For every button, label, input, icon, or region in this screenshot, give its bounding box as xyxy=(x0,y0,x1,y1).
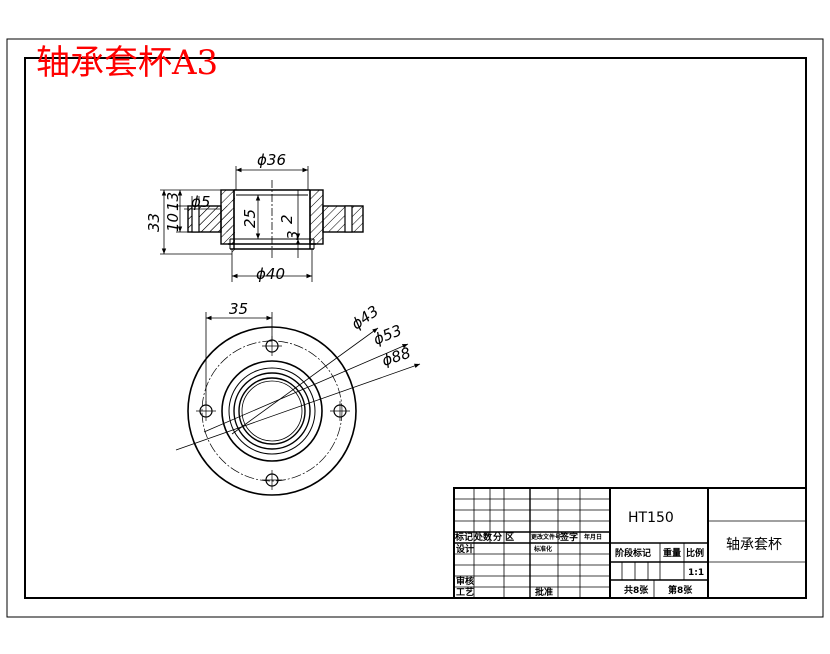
tb-ratio: 比例 xyxy=(686,547,704,559)
section-right-hole xyxy=(344,205,353,233)
dim-d5: ϕ5 xyxy=(191,193,210,211)
section-left-wall xyxy=(220,189,235,245)
tb-count: 处数 xyxy=(473,531,493,543)
bolt-circle xyxy=(201,340,343,482)
tb-design: 设计 xyxy=(456,543,474,555)
dim-h33: 33 xyxy=(145,213,163,232)
dim-h13: 13 xyxy=(164,192,182,211)
tb-weight: 重量 xyxy=(663,547,681,559)
dim-h10: 10 xyxy=(164,213,182,232)
outer-hub-circle xyxy=(221,360,323,462)
tb-total-sheets: 共8张 xyxy=(624,584,649,596)
bore-circle-inner xyxy=(238,377,306,445)
material-label: HT150 xyxy=(628,510,674,526)
tb-sheet-no: 第8张 xyxy=(668,584,693,596)
dim-d53: ϕ53 xyxy=(371,321,405,349)
tb-standardize: 标准化 xyxy=(533,545,552,553)
outer-border xyxy=(6,38,824,618)
leader-d43 xyxy=(231,327,379,435)
dim-d88: ϕ88 xyxy=(380,344,413,370)
leader-d88 xyxy=(175,363,421,451)
bore-circle-outer xyxy=(233,372,311,450)
bore-circle-core xyxy=(241,380,303,442)
dim-d36: ϕ36 xyxy=(257,151,286,169)
title-block xyxy=(453,487,807,599)
dim-h3: 3 xyxy=(284,230,302,240)
tb-process: 工艺 xyxy=(456,586,474,598)
tb-approve: 批准 xyxy=(535,586,553,598)
tb-scale: 1:1 xyxy=(688,568,704,578)
tb-date: 年月日 xyxy=(584,533,602,541)
tb-zone: 分 区 xyxy=(493,531,514,543)
section-right-wall xyxy=(309,189,324,245)
inner-border xyxy=(24,57,807,599)
tb-review: 审核 xyxy=(456,575,474,587)
section-left-hole xyxy=(191,205,200,233)
tb-stage-mark: 阶段标记 xyxy=(615,547,651,559)
dim-d35: 35 xyxy=(229,300,248,318)
dim-h2: 2 xyxy=(278,214,296,224)
tb-change-doc: 更改文件号 xyxy=(531,533,561,541)
plan-view xyxy=(175,312,421,496)
leader-d53 xyxy=(203,343,409,433)
tb-signature: 签字 xyxy=(559,531,578,543)
hub-circle-2 xyxy=(228,367,316,455)
tb-mark: 标记 xyxy=(454,531,473,543)
section-right-flange xyxy=(322,205,364,233)
section-view: ϕ36 ϕ40 ϕ5 33 10 13 25 2 3 xyxy=(145,151,364,283)
sheet-title: 轴承套杯A3 xyxy=(36,43,218,83)
part-name: 轴承套杯 xyxy=(726,537,782,553)
dim-h25: 25 xyxy=(241,209,259,228)
dim-d40: ϕ40 xyxy=(256,265,285,283)
